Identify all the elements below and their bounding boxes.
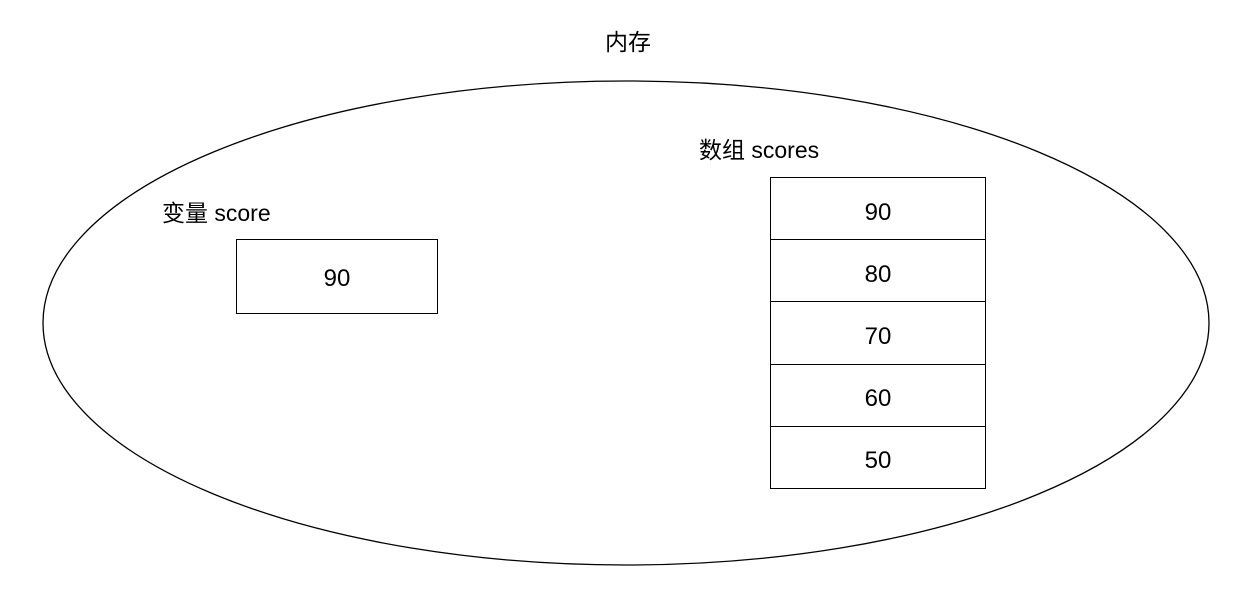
array-cell: 60	[771, 365, 985, 427]
array-label: 数组 scores	[699, 137, 820, 163]
array-cell: 80	[771, 240, 985, 303]
array-cell: 50	[771, 427, 985, 488]
array-cell-value: 80	[864, 260, 892, 288]
array-box: 90 80 70 60 50	[770, 177, 986, 489]
variable-value: 90	[323, 264, 351, 292]
array-cell-value: 60	[864, 385, 892, 413]
memory-ellipse-shape	[42, 80, 1210, 566]
array-cell: 70	[771, 302, 985, 365]
array-cell-value: 70	[864, 323, 892, 350]
array-cell: 90	[771, 178, 985, 241]
page-title: 内存	[605, 29, 651, 55]
array-cell-value: 90	[864, 198, 892, 226]
array-cell-value: 50	[864, 447, 892, 475]
variable-label: 变量 score	[162, 200, 271, 226]
variable-box: 90	[236, 239, 438, 314]
